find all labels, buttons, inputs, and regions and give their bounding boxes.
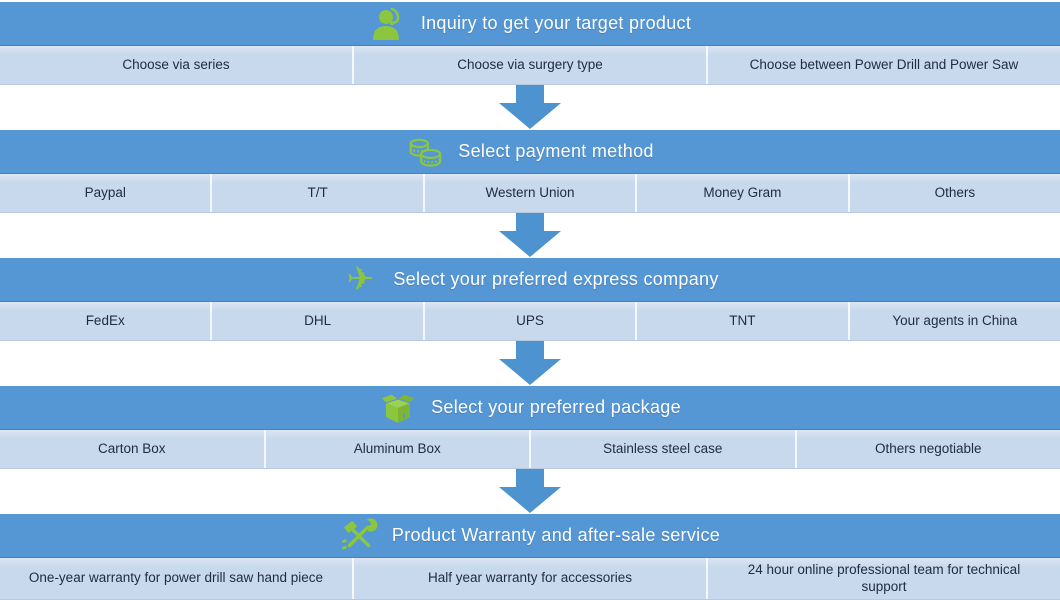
step-title: Select your preferred express company (393, 269, 718, 290)
flow-arrow (0, 341, 1060, 386)
option-ups[interactable]: UPS (423, 302, 635, 340)
flow-arrow (0, 213, 1060, 258)
option-money-gram[interactable]: Money Gram (635, 174, 847, 212)
coins-icon (406, 133, 444, 171)
flow-arrow (0, 469, 1060, 514)
step-express: ✈ Select your preferred express company … (0, 258, 1060, 341)
option-stainless-steel-case[interactable]: Stainless steel case (529, 430, 795, 468)
option-choose-via-series[interactable]: Choose via series (0, 46, 352, 84)
step-inquiry-options: Choose via series Choose via surgery typ… (0, 46, 1060, 85)
option-choose-between-drill-saw[interactable]: Choose between Power Drill and Power Saw (706, 46, 1060, 84)
step-payment-header: Select payment method (0, 130, 1060, 174)
option-agents-china[interactable]: Your agents in China (848, 302, 1060, 340)
step-package-options: Carton Box Aluminum Box Stainless steel … (0, 430, 1060, 469)
step-inquiry: Inquiry to get your target product Choos… (0, 2, 1060, 85)
step-warranty-header: Product Warranty and after-sale service (0, 514, 1060, 558)
tools-icon (340, 517, 378, 555)
down-arrow-icon (495, 469, 565, 514)
step-inquiry-header: Inquiry to get your target product (0, 2, 1060, 46)
step-package-header: Select your preferred package (0, 386, 1060, 430)
option-24h-support[interactable]: 24 hour online professional team for tec… (706, 558, 1060, 599)
step-payment: Select payment method Paypal T/T Western… (0, 130, 1060, 213)
airplane-icon: ✈ (341, 261, 379, 299)
step-payment-options: Paypal T/T Western Union Money Gram Othe… (0, 174, 1060, 213)
step-title: Select your preferred package (431, 397, 681, 418)
option-tnt[interactable]: TNT (635, 302, 847, 340)
step-title: Inquiry to get your target product (421, 13, 691, 34)
step-express-header: ✈ Select your preferred express company (0, 258, 1060, 302)
step-warranty: Product Warranty and after-sale service … (0, 514, 1060, 600)
option-paypal[interactable]: Paypal (0, 174, 210, 212)
option-others[interactable]: Others (848, 174, 1060, 212)
step-title: Product Warranty and after-sale service (392, 525, 720, 546)
option-others-negotiable[interactable]: Others negotiable (795, 430, 1060, 468)
down-arrow-icon (495, 213, 565, 258)
down-arrow-icon (495, 85, 565, 130)
flow-arrow (0, 85, 1060, 130)
option-tt[interactable]: T/T (210, 174, 422, 212)
step-title: Select payment method (458, 141, 653, 162)
option-dhl[interactable]: DHL (210, 302, 422, 340)
down-arrow-icon (495, 341, 565, 386)
option-one-year-warranty[interactable]: One-year warranty for power drill saw ha… (0, 558, 352, 599)
option-half-year-warranty[interactable]: Half year warranty for accessories (352, 558, 706, 599)
step-package: Select your preferred package Carton Box… (0, 386, 1060, 469)
option-western-union[interactable]: Western Union (423, 174, 635, 212)
step-express-options: FedEx DHL UPS TNT Your agents in China (0, 302, 1060, 341)
support-agent-icon (369, 5, 407, 43)
package-icon (379, 389, 417, 427)
option-aluminum-box[interactable]: Aluminum Box (264, 430, 530, 468)
step-warranty-options: One-year warranty for power drill saw ha… (0, 558, 1060, 600)
option-carton-box[interactable]: Carton Box (0, 430, 264, 468)
option-choose-via-surgery-type[interactable]: Choose via surgery type (352, 46, 706, 84)
option-fedex[interactable]: FedEx (0, 302, 210, 340)
